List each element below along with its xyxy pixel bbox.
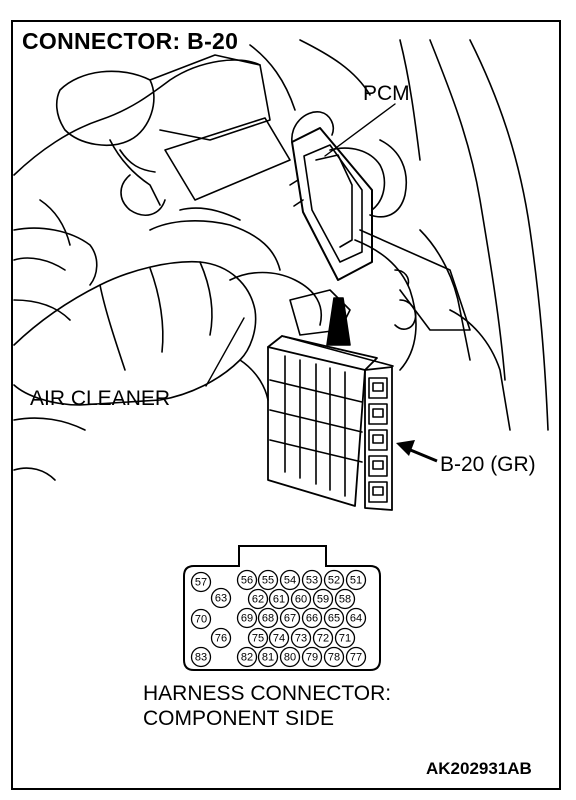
- harness-caption-line1: HARNESS CONNECTOR:: [143, 682, 392, 705]
- pin-number: 56: [241, 575, 253, 587]
- pin-number: 53: [306, 575, 318, 587]
- connector-pin: 73: [290, 627, 312, 649]
- connector-pin: 77: [345, 646, 367, 668]
- pin-number: 83: [195, 652, 207, 664]
- connector-pin: 55: [257, 569, 279, 591]
- connector-pin: 59: [312, 588, 334, 610]
- pin-number: 74: [273, 633, 285, 645]
- pin-number: 80: [284, 652, 296, 664]
- connector-arrow: [396, 440, 438, 463]
- pin-number: 69: [241, 613, 253, 625]
- pin-number: 67: [284, 613, 296, 625]
- pin-number: 65: [328, 613, 340, 625]
- connector-pin: 68: [257, 607, 279, 629]
- connector-pin: 72: [312, 627, 334, 649]
- connector-pin: 81: [257, 646, 279, 668]
- pin-number: 75: [252, 633, 264, 645]
- connector-pin: 52: [323, 569, 345, 591]
- pin-number: 66: [306, 613, 318, 625]
- connector-pin: 79: [301, 646, 323, 668]
- pin-number: 81: [262, 652, 274, 664]
- pin-number: 70: [195, 614, 207, 626]
- pin-number: 77: [350, 652, 362, 664]
- pin-number: 58: [339, 594, 351, 606]
- connector-pin: 63: [210, 587, 232, 609]
- connector-pin: 57: [190, 571, 212, 593]
- connector-pin: 83: [190, 646, 212, 668]
- pin-number: 64: [350, 613, 362, 625]
- pin-number: 61: [273, 594, 285, 606]
- pin-number: 62: [252, 594, 264, 606]
- pin-number: 52: [328, 575, 340, 587]
- connector-pin: 78: [323, 646, 345, 668]
- pin-number: 60: [295, 594, 307, 606]
- pin-number: 68: [262, 613, 274, 625]
- pin-number: 79: [306, 652, 318, 664]
- connector-pin: 82: [236, 646, 258, 668]
- pin-number: 63: [215, 593, 227, 605]
- pin-number: 71: [339, 633, 351, 645]
- harness-caption-line2: COMPONENT SIDE: [143, 707, 334, 730]
- connector-pin: 60: [290, 588, 312, 610]
- figure-code: AK202931AB: [426, 759, 532, 778]
- pin-number: 57: [195, 577, 207, 589]
- connector-pin: 53: [301, 569, 323, 591]
- pin-number: 76: [215, 633, 227, 645]
- figure-frame: [11, 20, 561, 790]
- pin-number: 54: [284, 575, 296, 587]
- connector-title: CONNECTOR: B-20: [22, 28, 239, 54]
- pin-number: 59: [317, 594, 329, 606]
- harness-connector-caption: HARNESS CONNECTOR: COMPONENT SIDE: [143, 681, 391, 731]
- connector-pin: 64: [345, 607, 367, 629]
- pin-number: 51: [350, 575, 362, 587]
- connector-pin: 56: [236, 569, 258, 591]
- connector-pin: 51: [345, 569, 367, 591]
- connector-pin: 70: [190, 608, 212, 630]
- pin-number: 72: [317, 633, 329, 645]
- connector-pin: 58: [334, 588, 356, 610]
- pin-number: 78: [328, 652, 340, 664]
- connector-pin: 65: [323, 607, 345, 629]
- connector-pin: 71: [334, 627, 356, 649]
- pin-number: 73: [295, 633, 307, 645]
- connector-pin: 66: [301, 607, 323, 629]
- air-cleaner-label: AIR CLEANER: [30, 387, 171, 410]
- connector-id-label: B-20 (GR): [440, 453, 536, 476]
- connector-pin: 69: [236, 607, 258, 629]
- connector-pin: 76: [210, 627, 232, 649]
- connector-pin: 67: [279, 607, 301, 629]
- connector-pin: 54: [279, 569, 301, 591]
- connector-pin: 74: [268, 627, 290, 649]
- connector-pin: 61: [268, 588, 290, 610]
- connector-pin: 62: [247, 588, 269, 610]
- pcm-label: PCM: [363, 82, 410, 105]
- connector-pin: 80: [279, 646, 301, 668]
- connector-pin: 75: [247, 627, 269, 649]
- pin-number: 55: [262, 575, 274, 587]
- pin-number: 82: [241, 652, 253, 664]
